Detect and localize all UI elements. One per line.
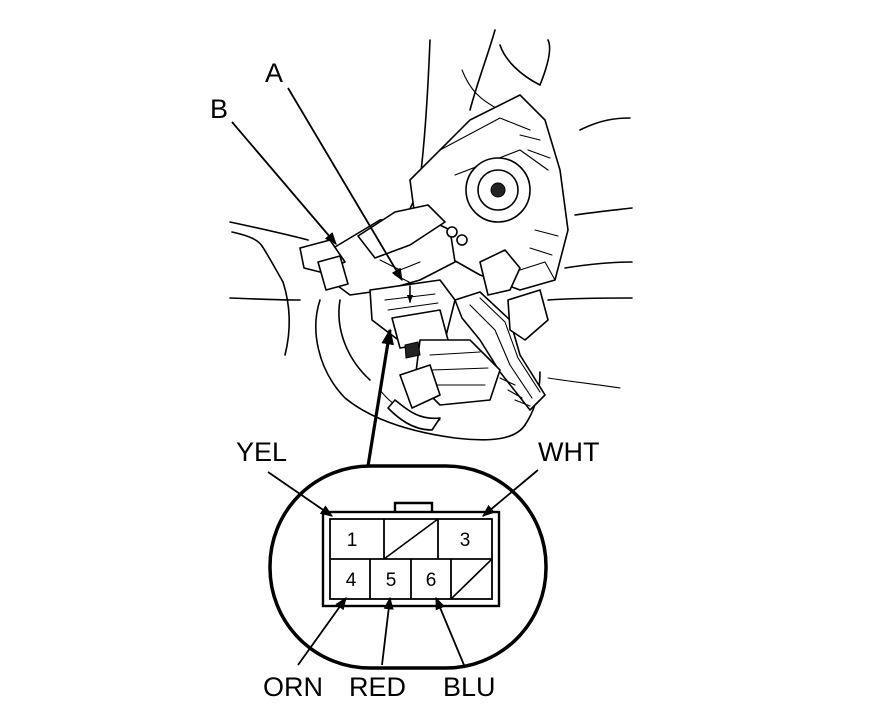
orn-leader xyxy=(297,596,347,666)
wht-leader xyxy=(482,469,539,517)
callout-b-leader xyxy=(231,121,337,245)
inset-pointer-arrow xyxy=(366,328,395,467)
empty-cavity-2 xyxy=(383,518,439,560)
wire-label-orn: ORN xyxy=(263,672,323,702)
callout-a-leader xyxy=(287,87,403,282)
empty-cavity-7 xyxy=(450,558,493,600)
connector-face xyxy=(321,501,501,608)
blu-leader xyxy=(435,596,465,666)
pin-1-number: 1 xyxy=(347,530,358,551)
yel-leader xyxy=(267,471,334,517)
callout-b-label: B xyxy=(210,94,228,124)
inset-frame xyxy=(268,464,548,670)
callout-a-label: A xyxy=(265,58,283,88)
pin-3-number: 3 xyxy=(460,530,471,551)
steering-column-illustration xyxy=(229,29,633,441)
connector-inset: 1 3 4 5 6 YEL WHT ORN RED BLU xyxy=(236,437,599,702)
pin-6-number: 6 xyxy=(426,570,437,591)
wire-label-blu: BLU xyxy=(443,672,496,702)
pin-4-number: 4 xyxy=(346,570,357,591)
wire-label-wht: WHT xyxy=(538,437,599,467)
wire-label-red: RED xyxy=(349,672,406,702)
red-leader xyxy=(381,596,394,666)
pin-5-number: 5 xyxy=(386,570,397,591)
wire-label-yel: YEL xyxy=(236,437,287,467)
